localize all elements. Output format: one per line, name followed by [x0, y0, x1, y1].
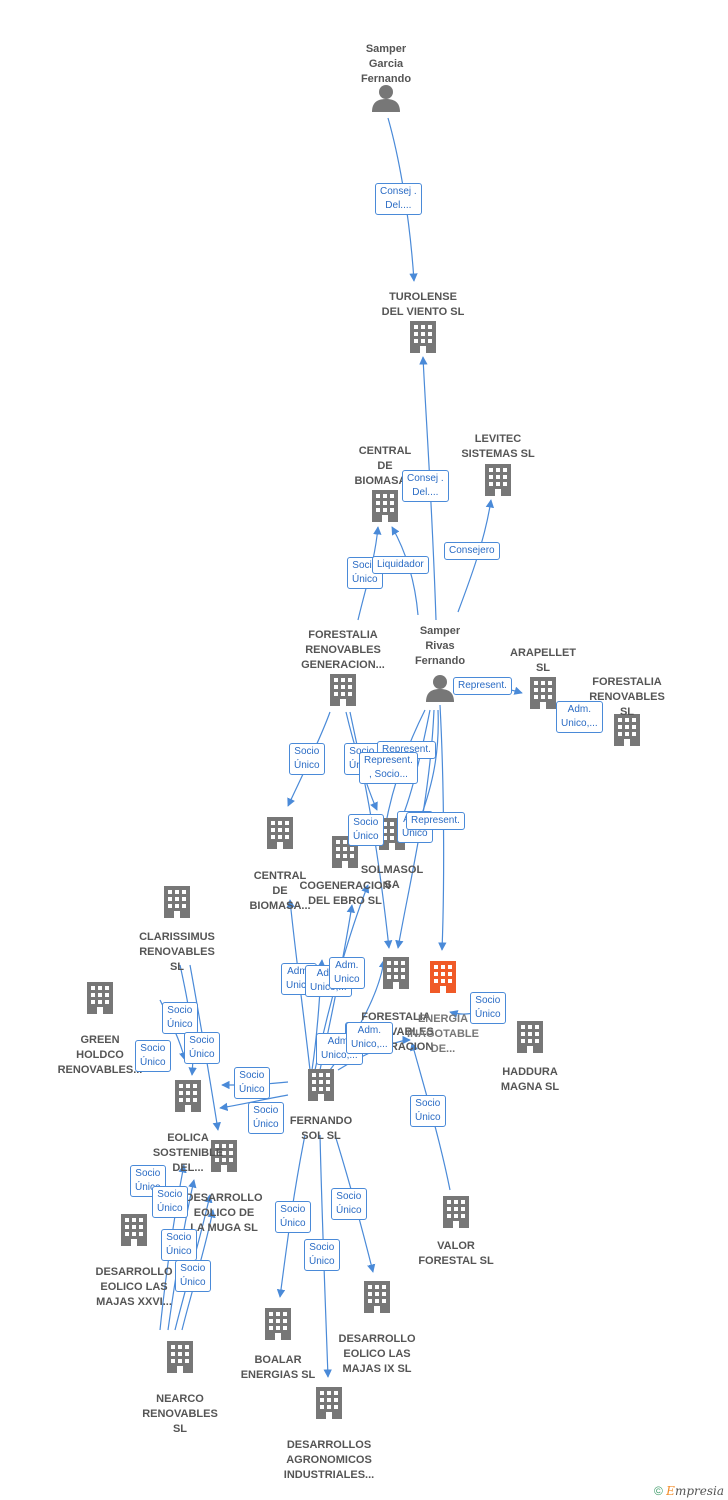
building-icon[interactable]: [383, 957, 409, 989]
building-icon[interactable]: [530, 677, 556, 709]
building-icon[interactable]: [164, 886, 190, 918]
person-icon[interactable]: [426, 675, 454, 702]
edge-role-label[interactable]: Socio Único: [175, 1260, 211, 1292]
node-label-nearco[interactable]: NEARCO RENOVABLES SL: [142, 1393, 218, 1435]
copyright-symbol: ©: [653, 1484, 663, 1498]
node-label-green-holdco[interactable]: GREEN HOLDCO RENOVABLES...: [57, 1034, 143, 1076]
building-icon[interactable]: [410, 321, 436, 353]
node-label-cogeneracion[interactable]: COGENERACION DEL EBRO SL: [299, 880, 391, 907]
building-icon[interactable]: [372, 490, 398, 522]
node-label-energia[interactable]: ENERGIA INAGOTABLE DE...: [407, 1013, 479, 1055]
edge-role-label[interactable]: Adm. Unico,...: [346, 1022, 393, 1054]
building-icon[interactable]: [308, 1069, 334, 1101]
edge-role-label[interactable]: Socio Único: [470, 992, 506, 1024]
edge-role-label[interactable]: Socio Único: [162, 1002, 198, 1034]
building-icon[interactable]: [517, 1021, 543, 1053]
edge-11: [349, 711, 393, 949]
edge-role-label[interactable]: Socio Único: [410, 1095, 446, 1127]
building-icon[interactable]: [267, 817, 293, 849]
edge-role-label[interactable]: Socio Único: [275, 1201, 311, 1233]
edge-role-label[interactable]: Socio Único: [234, 1067, 270, 1099]
node-label-samper-rivas[interactable]: Samper Rivas Fernando: [414, 625, 466, 667]
building-icon[interactable]: [364, 1281, 390, 1313]
building-icon[interactable]: [265, 1308, 291, 1340]
edge-role-label[interactable]: Consej . Del....: [375, 183, 422, 215]
edge-13: [418, 709, 439, 821]
edge-role-label[interactable]: Socio Único: [304, 1239, 340, 1271]
node-label-valor-forestal[interactable]: VALOR FORESTAL SL: [418, 1240, 494, 1267]
edge-role-label[interactable]: Represent.: [453, 677, 512, 695]
node-label-desarrollo-muga[interactable]: DESARROLLO EOLICO DE LA MUGA SL: [185, 1192, 263, 1234]
edge-role-label[interactable]: Socio Único: [331, 1188, 367, 1220]
focus-building-icon[interactable]: [430, 961, 456, 993]
building-icon[interactable]: [87, 982, 113, 1014]
edge-role-label[interactable]: Adm. Unico,...: [556, 701, 603, 733]
node-label-central-biomasa-mid[interactable]: CENTRAL DE BIOMASA...: [249, 870, 311, 912]
edge-role-label[interactable]: Socio Único: [135, 1040, 171, 1072]
edge-role-label[interactable]: Represent.: [406, 812, 465, 830]
edge-role-label[interactable]: Socio Único: [152, 1186, 188, 1218]
node-label-levitec[interactable]: LEVITEC SISTEMAS SL: [461, 433, 535, 460]
building-icon[interactable]: [175, 1080, 201, 1112]
edge-role-label[interactable]: Socio Único: [184, 1032, 220, 1064]
empresia-logo: Empresia: [666, 1484, 724, 1498]
person-icon[interactable]: [372, 85, 400, 112]
building-icon[interactable]: [316, 1387, 342, 1419]
node-label-clarissimus[interactable]: CLARISSIMUS RENOVABLES SL: [139, 931, 215, 973]
node-label-desarrollos-agro[interactable]: DESARROLLOS AGRONOMICOS INDUSTRIALES...: [283, 1439, 375, 1481]
edge-role-label[interactable]: Liquidador: [372, 556, 429, 574]
node-label-turolense[interactable]: TUROLENSE DEL VIENTO SL: [381, 291, 465, 318]
node-label-haddura[interactable]: HADDURA MAGNA SL: [500, 1066, 560, 1093]
edge-6: [438, 704, 447, 951]
building-icon[interactable]: [330, 674, 356, 706]
node-label-samper-garcia[interactable]: Samper Garcia Fernando: [360, 43, 412, 85]
edge-role-label[interactable]: Socio Único: [289, 743, 325, 775]
node-label-forestalia-gen[interactable]: FORESTALIA RENOVABLES GENERACION...: [301, 629, 385, 671]
edge-role-label[interactable]: Socio Único: [161, 1229, 197, 1261]
footer-brand: © Empresia: [654, 1484, 724, 1498]
edge-role-label[interactable]: Adm. Unico: [329, 957, 365, 989]
building-icon[interactable]: [443, 1196, 469, 1228]
building-icon[interactable]: [121, 1214, 147, 1246]
node-label-fernando-sol[interactable]: FERNANDO SOL SL: [289, 1115, 353, 1142]
edge-role-label[interactable]: Socio Único: [348, 814, 384, 846]
edge-role-label[interactable]: Represent. , Socio...: [359, 752, 418, 784]
node-label-forestalia-sl[interactable]: FORESTALIA RENOVABLES SL: [589, 676, 665, 718]
building-icon[interactable]: [167, 1341, 193, 1373]
edge-role-label[interactable]: Consej . Del....: [402, 470, 449, 502]
edge-1: [419, 356, 437, 621]
edge-role-label[interactable]: Consejero: [444, 542, 500, 560]
node-label-central-biomasa-top[interactable]: CENTRAL DE BIOMASA...: [354, 445, 416, 487]
node-label-boalar[interactable]: BOALAR ENERGIAS SL: [240, 1354, 316, 1381]
node-label-desarrollo-xxvi[interactable]: DESARROLLO EOLICO LAS MAJAS XXVI...: [95, 1266, 173, 1308]
node-label-eolica[interactable]: EOLICA SOSTENIBLE DEL...: [152, 1132, 224, 1174]
building-icon[interactable]: [485, 464, 511, 496]
edge-role-label[interactable]: Socio Único: [248, 1102, 284, 1134]
node-label-desarrollo-ix[interactable]: DESARROLLO EOLICO LAS MAJAS IX SL: [338, 1333, 416, 1375]
node-label-solmasol[interactable]: SOLMASOL SA: [360, 864, 424, 891]
node-label-arapellet[interactable]: ARAPELLET SL: [510, 647, 576, 674]
